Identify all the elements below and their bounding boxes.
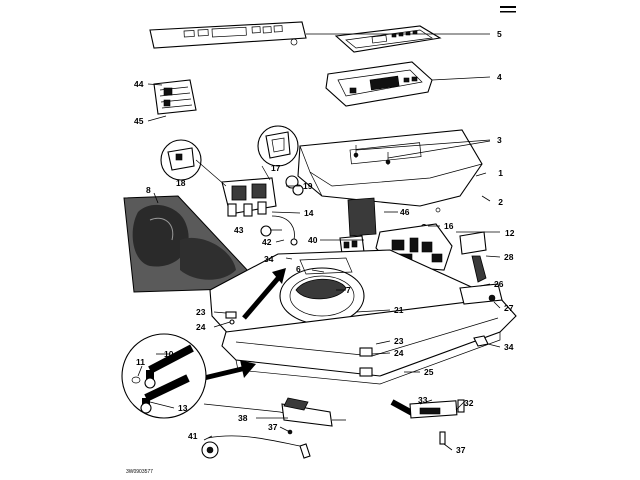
part-38-wire-harness [201, 397, 346, 459]
callout-46: 46 [400, 207, 410, 217]
callout-34b: 34 [504, 342, 514, 352]
part-5-control-bezel [334, 25, 442, 53]
callout-27: 27 [504, 303, 514, 313]
part-25-base-frame [221, 297, 517, 385]
callout-1: 1 [498, 168, 503, 178]
callout-23a: 23 [196, 307, 206, 317]
control-panel-overlay [149, 21, 307, 49]
callout-16: 16 [444, 221, 454, 231]
callout-17: 17 [271, 163, 281, 173]
callout-41: 41 [188, 431, 198, 441]
drawing-code: 3W0903577 [126, 469, 153, 475]
callout-28: 28 [504, 252, 514, 262]
part-14-water-valve [195, 159, 277, 217]
part-8-tub-view [123, 195, 266, 293]
part-4-control-board [325, 61, 433, 107]
callout-12: 12 [505, 228, 515, 238]
callout-43: 43 [234, 225, 244, 235]
part-37-screw-lower [439, 431, 446, 445]
callout-26: 26 [494, 279, 504, 289]
part-46-cover [347, 197, 377, 237]
callout-8: 8 [146, 185, 151, 195]
callout-18: 18 [176, 178, 186, 188]
callout-44: 44 [134, 79, 144, 89]
callout-labels: 1 2 3 4 5 6 7 8 10 11 12 13 14 16 17 18 … [126, 29, 515, 475]
part-28-bracket [471, 255, 487, 283]
callout-33: 33 [418, 395, 428, 405]
callout-14: 14 [304, 208, 314, 218]
callout-13: 13 [178, 403, 188, 413]
callout-32: 32 [464, 398, 474, 408]
callout-40: 40 [308, 235, 318, 245]
part-32-33-hinge-bracket [390, 399, 465, 419]
callout-4: 4 [497, 72, 502, 82]
callout-37a: 37 [268, 422, 278, 432]
callout-11: 11 [136, 357, 145, 367]
callout-42: 42 [262, 237, 272, 247]
callout-5: 5 [497, 29, 502, 39]
part-43-plug [260, 225, 272, 237]
callout-24a: 24 [196, 322, 206, 332]
callout-10: 10 [164, 349, 174, 359]
callout-34a: 34 [264, 254, 274, 264]
callout-25: 25 [424, 367, 434, 377]
callout-23b: 23 [394, 336, 404, 346]
callout-7: 7 [346, 285, 351, 295]
callout-6: 6 [296, 264, 301, 274]
part-40-bracket [339, 235, 365, 255]
callout-24b: 24 [394, 348, 404, 358]
part-17-connector-inset [257, 125, 299, 167]
callout-21: 21 [394, 305, 404, 315]
part-10-13-hoses-inset [121, 333, 207, 419]
part-3-console-housing [297, 129, 483, 213]
callout-3: 3 [497, 135, 502, 145]
part-26-27-hinges [459, 283, 503, 305]
callout-38: 38 [238, 413, 248, 423]
part-18-connector-inset [160, 139, 202, 181]
part-19-grommets [285, 175, 304, 196]
part-44-45-labels [153, 79, 197, 115]
callout-45: 45 [134, 116, 144, 126]
assembly-arrows [203, 268, 286, 381]
callout-19: 19 [303, 181, 313, 191]
leader-lines [137, 33, 501, 451]
corner-marker [500, 6, 516, 13]
callout-37b: 37 [456, 445, 466, 455]
callout-2: 2 [498, 197, 503, 207]
part-42-hose [271, 215, 298, 246]
